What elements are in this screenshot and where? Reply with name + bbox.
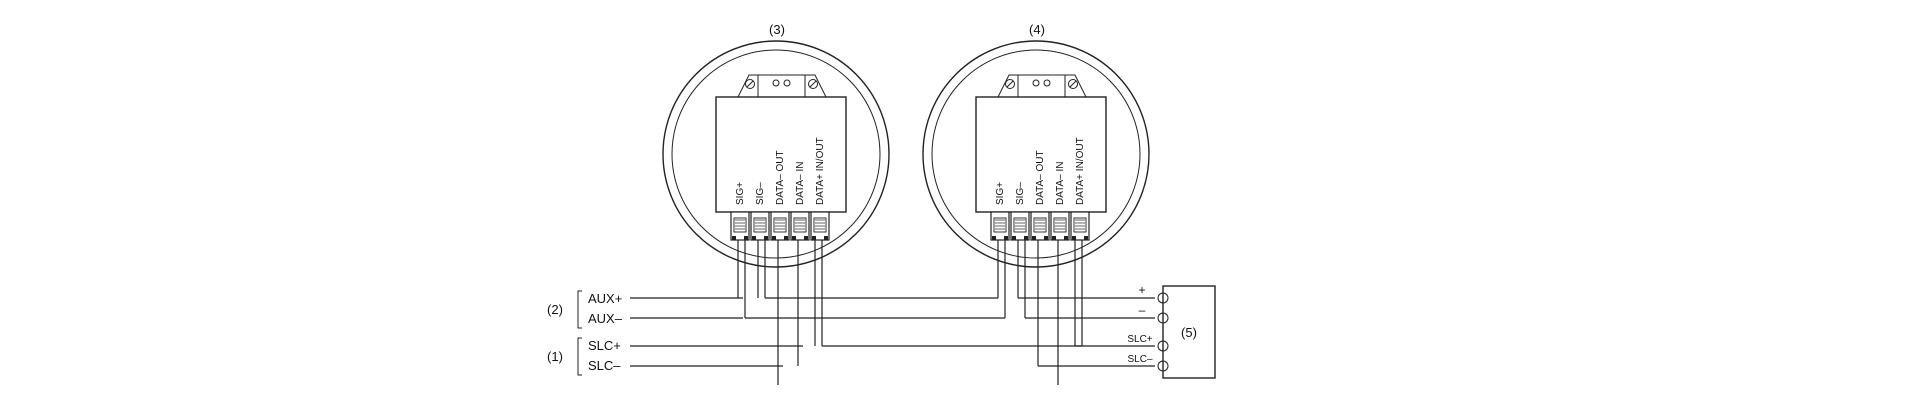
device-4-label-data-minus-in: DATA– IN xyxy=(1055,161,1066,205)
device-4-screw-right xyxy=(1068,79,1078,89)
device-3-label-sig-minus: SIG– xyxy=(755,182,766,205)
device-4-label-data-minus-out: DATA– OUT xyxy=(1035,150,1046,205)
left-legend: (2) AUX+ AUX– (1) SLC+ SLC– xyxy=(547,290,623,376)
device-4-terminal-strip xyxy=(990,211,1090,241)
device-4-mount-plate xyxy=(1017,74,1066,98)
callout-3: (3) xyxy=(769,22,785,37)
label-box-slc-plus: SLC+ xyxy=(1127,334,1152,345)
label-aux-plus: AUX+ xyxy=(588,291,622,306)
terminal-plus xyxy=(1157,292,1169,304)
terminal-slc-minus xyxy=(1157,360,1169,372)
device-3-terminal-foot xyxy=(804,236,808,240)
device-3: (3) SIG+ SIG– DATA– OUT DATA– IN DATA+ I… xyxy=(662,22,890,268)
device-4-terminal-clamp xyxy=(1073,217,1087,233)
device-3-terminal-clamp xyxy=(813,217,827,233)
device-3-terminal-clamp xyxy=(733,217,747,233)
device-4: (4) SIG+ SIG– DATA– OUT DATA– IN DATA+ I… xyxy=(922,22,1150,268)
callout-2: (2) xyxy=(547,302,563,317)
device-3-terminal-strip xyxy=(730,211,830,241)
device-3-outer-ring xyxy=(662,40,890,268)
device-3-terminal-clamp xyxy=(793,217,807,233)
device-4-terminal-foot xyxy=(1084,236,1088,240)
device-4-screw-slot xyxy=(1006,80,1014,88)
device-3-terminal-foot xyxy=(772,236,776,240)
device-4-inner-ring xyxy=(931,49,1141,259)
device-4-terminal-foot xyxy=(1064,236,1068,240)
device-3-led-1 xyxy=(772,79,780,87)
device-3-screw-slot xyxy=(746,80,754,88)
device-3-terminal-foot xyxy=(752,236,756,240)
device-3-label-data-minus-in: DATA– IN xyxy=(795,161,806,205)
label-box-slc-minus: SLC– xyxy=(1127,354,1152,365)
callout-1: (1) xyxy=(547,349,563,364)
bracket-1 xyxy=(577,337,582,376)
device-4-terminal-foot xyxy=(1044,236,1048,240)
device-3-terminal-clamp xyxy=(773,217,787,233)
label-box-plus: + xyxy=(1138,283,1145,297)
device-4-terminal-clamp xyxy=(993,217,1007,233)
device-3-inner-ring xyxy=(671,49,881,259)
device-4-outer-ring xyxy=(922,40,1150,268)
device-4-led-1 xyxy=(1032,79,1040,87)
device-4-terminal-foot xyxy=(1032,236,1036,240)
device-3-screw-left xyxy=(745,79,755,89)
device-4-mount-right xyxy=(1064,74,1087,98)
device-3-mount-plate xyxy=(757,74,806,98)
device-4-terminal-foot xyxy=(1052,236,1056,240)
device-3-screw-right xyxy=(808,79,818,89)
device-3-mount-right xyxy=(804,74,827,98)
label-aux-minus: AUX– xyxy=(588,311,623,326)
device-4-terminal-clamp xyxy=(1013,217,1027,233)
device-3-terminal-foot xyxy=(764,236,768,240)
device-4-led-2 xyxy=(1043,79,1051,87)
device-3-label-data-minus-out: DATA– OUT xyxy=(775,150,786,205)
device-4-label-sig-minus: SIG– xyxy=(1015,182,1026,205)
callout-4: (4) xyxy=(1029,22,1045,37)
device-3-led-2 xyxy=(783,79,791,87)
device-4-terminal-clamp xyxy=(1053,217,1067,233)
terminal-box-5-body xyxy=(1162,285,1216,379)
label-box-minus: – xyxy=(1139,303,1146,317)
terminal-minus xyxy=(1157,312,1169,324)
device-3-terminal-foot xyxy=(812,236,816,240)
device-3-label-sig-plus: SIG+ xyxy=(735,182,746,205)
device-3-label-data-plus-inout: DATA+ IN/OUT xyxy=(815,137,826,205)
device-3-terminal-clamp xyxy=(753,217,767,233)
device-3-terminal-foot xyxy=(824,236,828,240)
device-4-terminal-foot xyxy=(1024,236,1028,240)
device-3-terminal-foot xyxy=(732,236,736,240)
wiring xyxy=(630,240,1155,385)
device-4-terminal-foot xyxy=(1072,236,1076,240)
device-4-terminal-foot xyxy=(1004,236,1008,240)
device-4-terminal-clamp xyxy=(1033,217,1047,233)
bracket-2 xyxy=(577,290,582,329)
callout-5: (5) xyxy=(1181,325,1197,340)
device-4-label-sig-plus: SIG+ xyxy=(995,182,1006,205)
device-3-terminal-foot xyxy=(784,236,788,240)
device-4-terminal-foot xyxy=(992,236,996,240)
device-3-terminal-foot xyxy=(792,236,796,240)
label-slc-minus: SLC– xyxy=(588,358,621,373)
device-3-screw-slot xyxy=(809,80,817,88)
device-4-terminal-foot xyxy=(1012,236,1016,240)
device-4-screw-slot xyxy=(1069,80,1077,88)
label-slc-plus: SLC+ xyxy=(588,338,621,353)
terminal-slc-plus xyxy=(1157,340,1169,352)
device-4-label-data-plus-inout: DATA+ IN/OUT xyxy=(1075,137,1086,205)
terminal-box-5: (5) + – SLC+ SLC– xyxy=(1127,283,1216,379)
device-3-terminal-foot xyxy=(744,236,748,240)
device-4-screw-left xyxy=(1005,79,1015,89)
